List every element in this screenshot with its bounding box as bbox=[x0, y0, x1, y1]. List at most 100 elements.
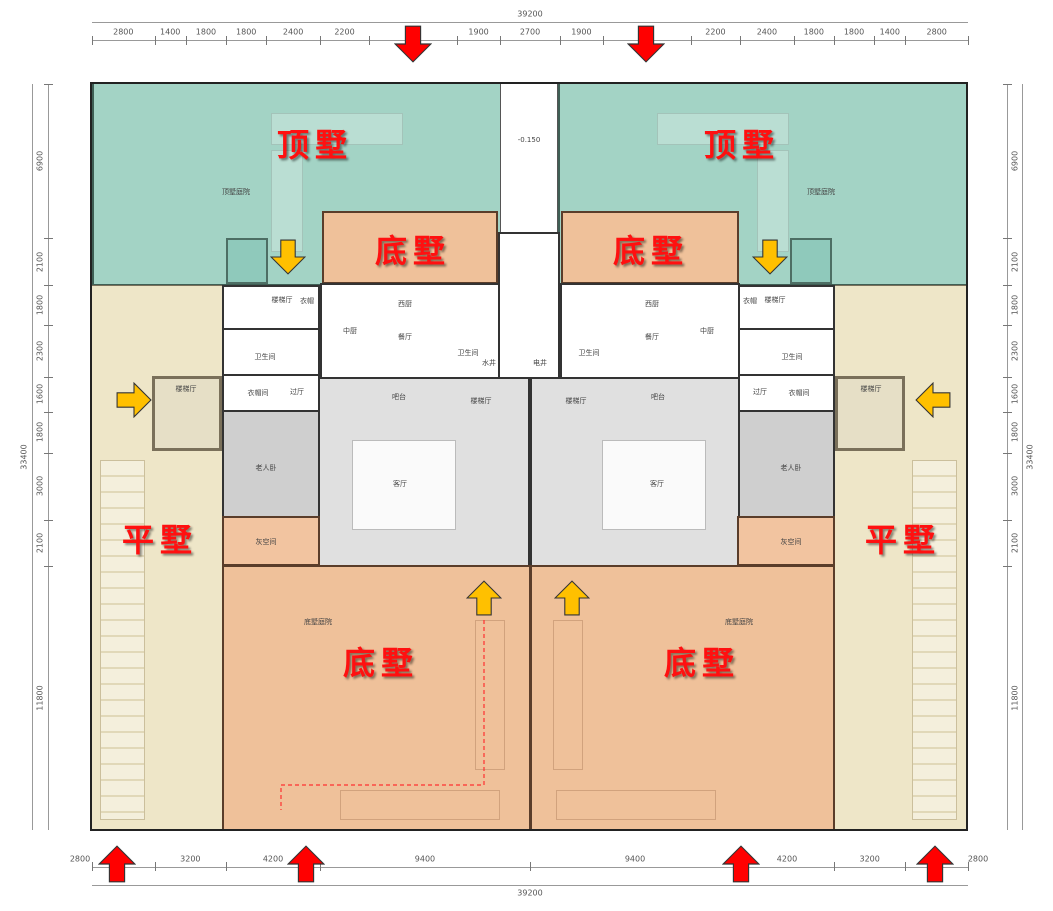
room-label-stair-hall: 楼梯厅 bbox=[271, 296, 293, 304]
dimension-segment-top: 1800 bbox=[843, 27, 865, 37]
dimension-segment-top: 2800 bbox=[113, 27, 134, 37]
dimension-segment-left: 3000 bbox=[35, 475, 45, 497]
room-label-bar: 吧台 bbox=[392, 393, 406, 401]
bottom-villa-patio-left bbox=[322, 211, 498, 284]
dimension-tick bbox=[44, 285, 53, 287]
room-label-stair-hall: 楼梯厅 bbox=[470, 397, 492, 405]
dimension-segment-left: 2100 bbox=[35, 251, 45, 272]
flat-villa-steps bbox=[100, 460, 145, 820]
room-label-chinese-kitchen: 中厨 bbox=[700, 327, 714, 335]
kitchen-dining-room bbox=[320, 283, 500, 379]
room-label-walk-in-closet: 衣帽间 bbox=[247, 389, 269, 397]
room-label-gray-space: 灰空间 bbox=[255, 538, 277, 546]
dimension-line bbox=[48, 84, 49, 830]
dimension-tick bbox=[319, 36, 321, 45]
pergola bbox=[271, 113, 403, 145]
dimension-segment-top: 1900 bbox=[468, 27, 489, 37]
dimension-segment-right: 11800 bbox=[1010, 685, 1020, 711]
zone-label-bottom-villa: 底墅 bbox=[342, 644, 420, 682]
room-label-stair-hall: 楼梯厅 bbox=[565, 397, 587, 405]
dimension-segment-bottom: 4200 bbox=[262, 854, 284, 864]
unit-entry-arrow-icon bbox=[752, 239, 788, 275]
dimension-tick bbox=[1003, 325, 1012, 327]
dimension-segment-left: 11800 bbox=[35, 685, 45, 711]
dimension-tick bbox=[1003, 452, 1012, 454]
room-label-bathroom: 卫生间 bbox=[457, 349, 479, 357]
dimension-tick bbox=[44, 238, 53, 240]
unit-entry-arrow-icon bbox=[270, 239, 306, 275]
dimension-segment-bottom: 4200 bbox=[776, 854, 798, 864]
dimension-tick bbox=[1003, 238, 1012, 240]
main-entry-arrow-icon bbox=[394, 25, 432, 63]
dimension-tick bbox=[1003, 376, 1012, 378]
room-label-bathroom: 卫生间 bbox=[254, 353, 276, 361]
garden-steps bbox=[553, 620, 583, 770]
room-label-cloak: 衣帽 bbox=[743, 297, 757, 305]
dimension-tick bbox=[968, 862, 969, 871]
unit-entry-arrow-icon bbox=[915, 382, 951, 418]
dimension-tick bbox=[833, 36, 835, 45]
dimension-tick bbox=[44, 452, 53, 454]
dimension-segment-top: 1800 bbox=[195, 27, 217, 37]
dimension-tick bbox=[185, 36, 187, 45]
room-label-cloak: 衣帽 bbox=[300, 297, 314, 305]
room-label-stair-hall: 楼梯厅 bbox=[860, 385, 882, 393]
dimension-tick bbox=[530, 862, 531, 871]
dimension-line bbox=[92, 885, 968, 886]
dimension-tick bbox=[690, 36, 692, 45]
pergola bbox=[657, 113, 789, 145]
bottom-villa-garden-right bbox=[530, 565, 835, 831]
room-label-chinese-kitchen: 中厨 bbox=[343, 327, 357, 335]
dimension-segment-bottom: 2800 bbox=[967, 854, 989, 864]
bathroom-room bbox=[222, 328, 320, 376]
main-entry-arrow-icon bbox=[98, 845, 136, 883]
dimension-tick bbox=[499, 36, 501, 45]
dimension-segment-left: 6900 bbox=[35, 150, 45, 172]
paving-path bbox=[271, 150, 303, 252]
garden-steps bbox=[556, 790, 716, 820]
room-label-bottom-garden: 底墅庭院 bbox=[304, 618, 332, 626]
room-label-gray-space: 灰空间 bbox=[780, 538, 802, 546]
main-entry-arrow-icon bbox=[722, 845, 760, 883]
dimension-segment-bottom: 9400 bbox=[624, 854, 646, 864]
paving-path bbox=[757, 150, 789, 252]
room-label-bathroom: 卫生间 bbox=[781, 353, 803, 361]
room-label-corridor: 过厅 bbox=[290, 388, 304, 396]
zone-label-bottom-villa: 底墅 bbox=[612, 232, 690, 270]
light-well bbox=[790, 238, 832, 284]
dimension-tick bbox=[905, 862, 907, 871]
zone-label-top-villa: 顶墅 bbox=[703, 126, 781, 164]
room-label-top-garden: 顶墅庭院 bbox=[222, 188, 250, 196]
dimension-tick bbox=[92, 36, 93, 45]
dimension-tick bbox=[1003, 285, 1012, 287]
dimension-tick bbox=[44, 412, 53, 414]
room-label-bottom-garden: 底墅庭院 bbox=[725, 618, 753, 626]
main-entry-arrow-icon bbox=[627, 25, 665, 63]
room-label-dining: 餐厅 bbox=[398, 333, 412, 341]
room-label-elderly-bedroom: 老人卧 bbox=[780, 464, 802, 472]
entry-stair-corridor bbox=[500, 82, 558, 232]
dimension-segment-bottom: 3200 bbox=[180, 854, 201, 864]
site-boundary bbox=[90, 82, 968, 831]
unit-entry-arrow-icon bbox=[554, 580, 590, 616]
flat-villa-entry-hall bbox=[835, 376, 905, 451]
dimension-segment-top: 2700 bbox=[519, 27, 541, 37]
room-label-living-room: 客厅 bbox=[393, 480, 407, 488]
dimension-segment-right: 1800 bbox=[1010, 422, 1020, 443]
garden-steps bbox=[340, 790, 500, 820]
dimension-segment-bottom: 9400 bbox=[414, 854, 436, 864]
dimension-total-bottom: 39200 bbox=[517, 888, 543, 898]
dimension-tick bbox=[44, 566, 53, 568]
room-label-western-kitchen: 西厨 bbox=[398, 300, 412, 308]
dimension-segment-top: 1400 bbox=[879, 27, 900, 37]
dimension-segment-left: 1800 bbox=[35, 294, 45, 316]
zone-label-bottom-villa: 底墅 bbox=[374, 232, 452, 270]
dimension-line bbox=[32, 84, 33, 830]
dimension-tick bbox=[44, 325, 53, 327]
dimension-segment-bottom: 3200 bbox=[859, 854, 880, 864]
elderly-bedroom-room bbox=[737, 410, 835, 518]
room-label-living-room: 客厅 bbox=[650, 480, 664, 488]
dimension-segment-right: 1800 bbox=[1010, 294, 1020, 316]
room-label-western-kitchen: 西厨 bbox=[645, 300, 659, 308]
